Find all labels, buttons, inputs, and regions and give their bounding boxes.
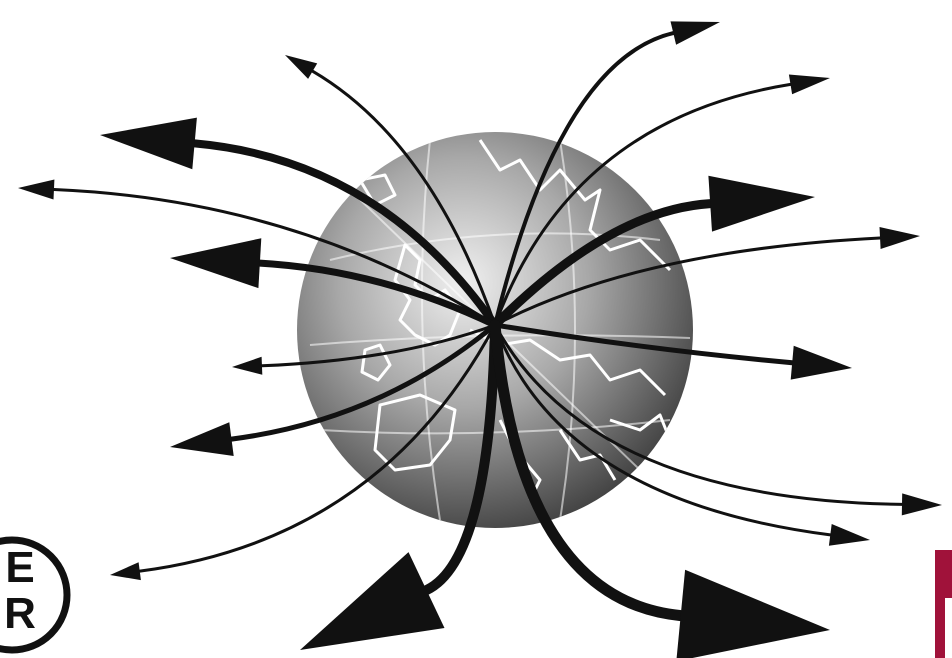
arrow-head-13 [829, 524, 870, 546]
badge-logo: E R [0, 540, 67, 650]
logo-letter-top: E [5, 543, 34, 592]
arrow-head-1 [285, 55, 317, 79]
arrow-head-6 [708, 176, 815, 232]
arrows-group [18, 21, 942, 658]
arrow-head-8 [880, 227, 921, 249]
arrow-head-12 [902, 493, 942, 515]
accent-stem [935, 598, 945, 658]
arrow-head-3 [789, 75, 830, 95]
arrow-head-11 [170, 422, 234, 456]
accent-block [935, 550, 952, 598]
arrow-head-7 [170, 238, 261, 288]
arrow-head-14 [110, 562, 141, 580]
arrow-head-16 [676, 570, 830, 658]
arrow-head-9 [232, 357, 262, 375]
arrow-head-5 [18, 180, 54, 200]
arrow-head-15 [300, 552, 445, 650]
arrow-head-10 [791, 346, 852, 380]
arrow-head-2 [671, 21, 721, 44]
logo-letter-bottom: R [4, 589, 36, 638]
accent-mark [935, 550, 952, 658]
arrow-head-4 [100, 118, 197, 170]
